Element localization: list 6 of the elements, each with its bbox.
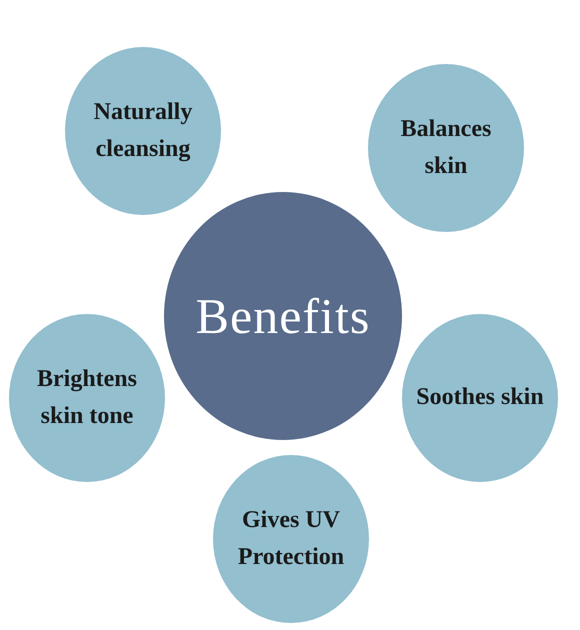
center-title: Benefits	[196, 291, 370, 341]
benefit-label: Brightens skin tone	[36, 364, 138, 431]
benefit-label: Soothes skin	[416, 383, 544, 412]
benefit-label: Gives UV Protection	[236, 506, 346, 572]
benefit-label: Balances skin	[400, 114, 492, 181]
benefit-label: Naturally cleansing	[92, 98, 194, 164]
